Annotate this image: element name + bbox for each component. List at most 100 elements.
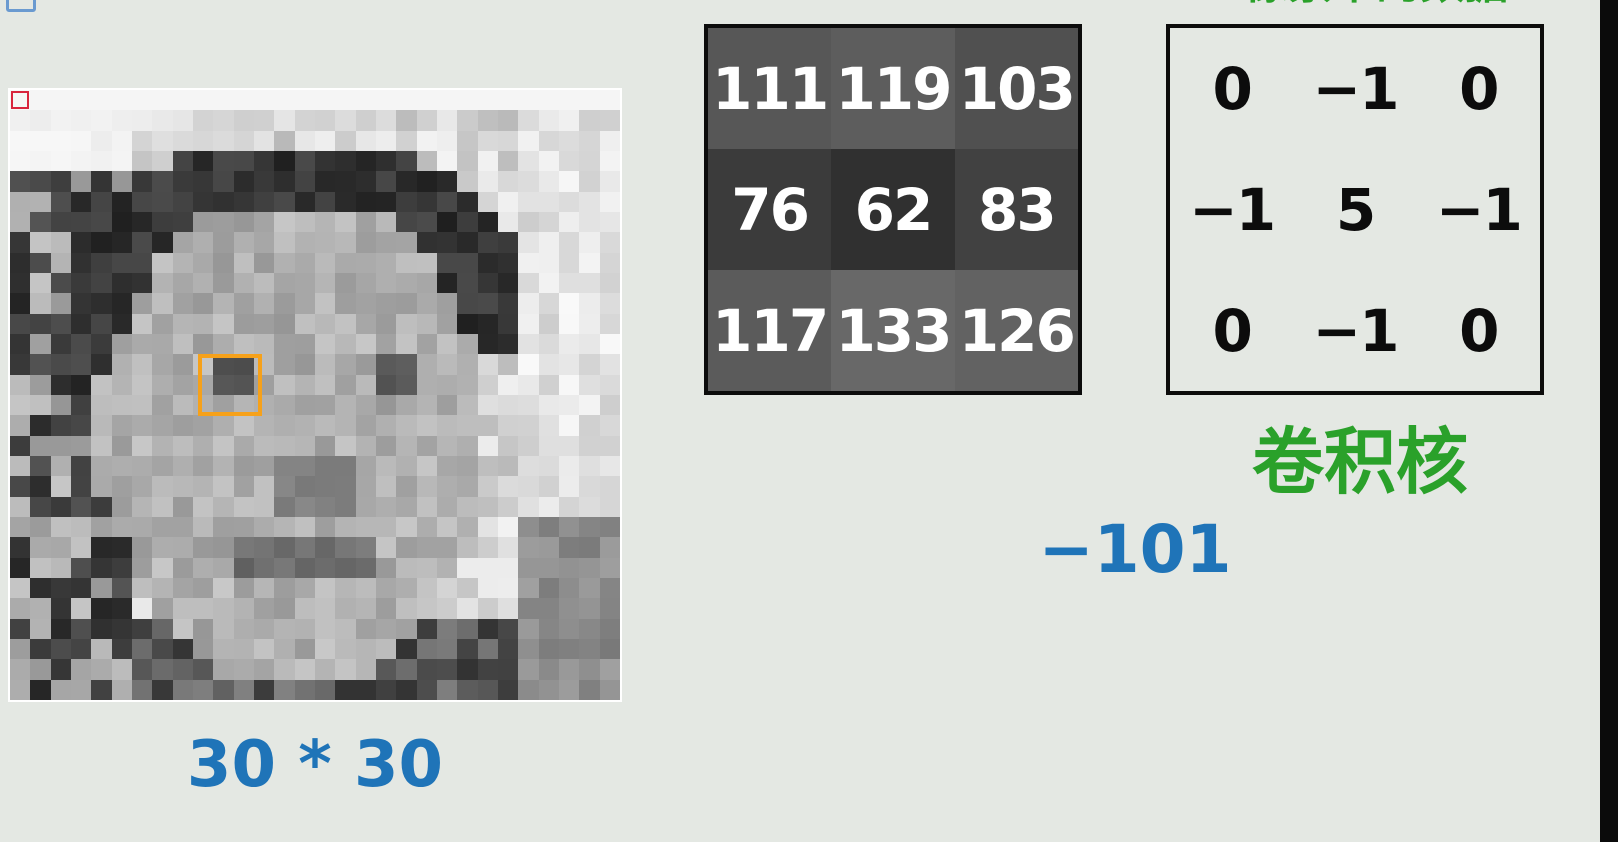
image-pixel [50, 293, 71, 314]
image-pixel [579, 191, 600, 212]
image-pixel [172, 415, 193, 436]
image-pixel [559, 151, 580, 172]
image-pixel [213, 334, 234, 355]
image-pixel [498, 517, 519, 538]
image-pixel [30, 496, 51, 517]
image-pixel [274, 273, 295, 294]
image-pixel [498, 415, 519, 436]
image-pixel [193, 476, 214, 497]
image-pixel [30, 273, 51, 294]
image-pixel [315, 334, 336, 355]
image-pixel [498, 618, 519, 639]
image-pixel [71, 639, 92, 660]
image-pixel [498, 151, 519, 172]
image-pixel [274, 130, 295, 151]
image-pixel [10, 191, 31, 212]
image-pixel [213, 151, 234, 172]
image-pixel [91, 456, 112, 477]
image-pixel [91, 415, 112, 436]
image-pixel [294, 476, 315, 497]
image-pixel [477, 130, 498, 151]
image-pixel [559, 334, 580, 355]
image-pixel [457, 151, 478, 172]
image-pixel [559, 395, 580, 416]
image-pixel [254, 598, 275, 619]
image-pixel [579, 252, 600, 273]
image-pixel [518, 252, 539, 273]
image-pixel [50, 90, 71, 111]
input-cell: 111 [708, 28, 832, 149]
image-pixel [538, 557, 559, 578]
image-pixel [579, 415, 600, 436]
image-pixel [376, 110, 397, 131]
first-pixel-marker [11, 91, 29, 109]
image-pixel [355, 374, 376, 395]
image-pixel [335, 110, 356, 131]
image-pixel [152, 679, 173, 700]
image-pixel [10, 639, 31, 660]
image-pixel [233, 232, 254, 253]
image-pixel [559, 537, 580, 558]
image-pixel [294, 517, 315, 538]
image-pixel [538, 618, 559, 639]
image-pixel [437, 476, 458, 497]
image-pixel [437, 313, 458, 334]
image-pixel [213, 90, 234, 111]
image-pixel [315, 110, 336, 131]
image-pixel [335, 313, 356, 334]
image-pixel [193, 110, 214, 131]
image-pixel [599, 517, 620, 538]
image-pixel [193, 537, 214, 558]
image-pixel [457, 639, 478, 660]
image-pixel [132, 639, 153, 660]
image-pixel [559, 374, 580, 395]
image-pixel [132, 273, 153, 294]
image-pixel [233, 90, 254, 111]
image-pixel [294, 435, 315, 456]
image-pixel [335, 191, 356, 212]
image-pixel [294, 232, 315, 253]
image-pixel [294, 578, 315, 599]
image-pixel [213, 252, 234, 273]
image-pixel [111, 598, 132, 619]
image-pixel [498, 435, 519, 456]
image-pixel [111, 212, 132, 233]
image-pixel [538, 293, 559, 314]
image-pixel [111, 456, 132, 477]
image-pixel [376, 598, 397, 619]
image-pixel [355, 496, 376, 517]
image-pixel [437, 679, 458, 700]
image-pixel [559, 679, 580, 700]
image-pixel [30, 354, 51, 375]
image-pixel [579, 354, 600, 375]
image-pixel [498, 476, 519, 497]
image-pixel [376, 293, 397, 314]
image-pixel [599, 598, 620, 619]
image-pixel [518, 374, 539, 395]
image-pixel [437, 232, 458, 253]
image-pixel [315, 496, 336, 517]
image-pixel [355, 517, 376, 538]
image-pixel [498, 273, 519, 294]
image-pixel [376, 90, 397, 111]
image-pixel [376, 212, 397, 233]
image-pixel [30, 598, 51, 619]
image-pixel [579, 374, 600, 395]
image-pixel [193, 517, 214, 538]
image-pixel [376, 273, 397, 294]
image-pixel [111, 639, 132, 660]
image-pixel [71, 517, 92, 538]
image-pixel [599, 659, 620, 680]
image-pixel [172, 212, 193, 233]
image-pixel [254, 415, 275, 436]
image-pixel [579, 578, 600, 599]
image-pixel [50, 598, 71, 619]
image-pixel [538, 334, 559, 355]
image-pixel [111, 578, 132, 599]
image-pixel [376, 496, 397, 517]
image-pixel [71, 496, 92, 517]
image-pixel [91, 537, 112, 558]
image-pixel [30, 456, 51, 477]
image-pixel [111, 334, 132, 355]
image-pixel [416, 252, 437, 273]
